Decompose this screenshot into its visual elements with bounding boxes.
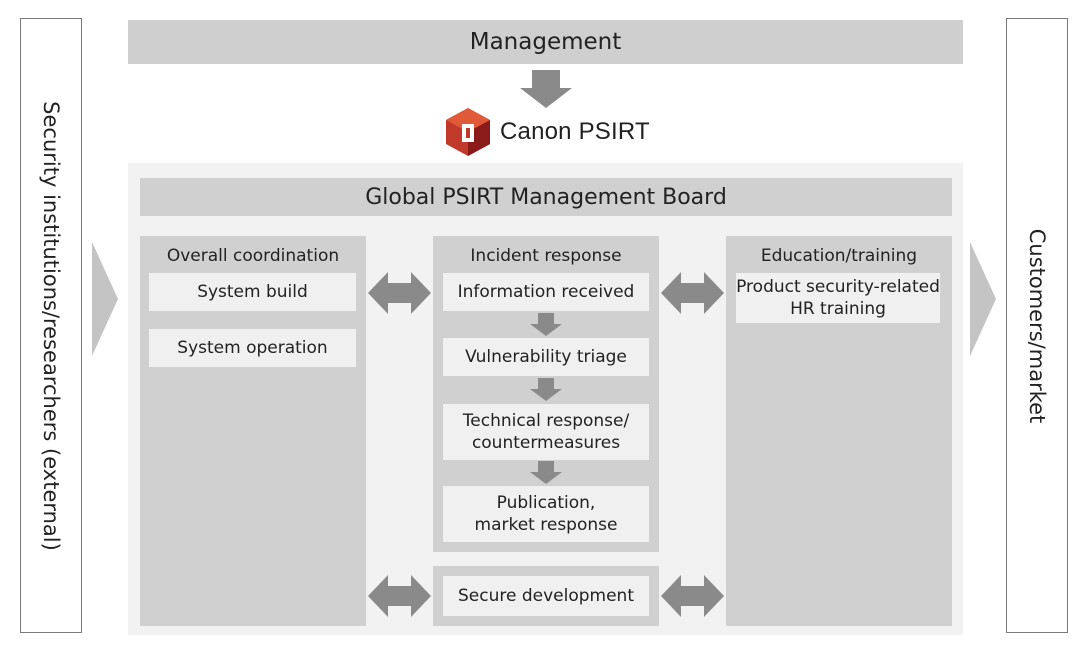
inflow-arrow-icon — [92, 242, 118, 356]
canon-psirt-logo-icon — [446, 108, 490, 156]
management-bar: Management — [128, 20, 963, 64]
management-down-arrow-icon — [520, 70, 572, 108]
flow-down-arrow-icon — [530, 378, 562, 401]
double-arrow-icon — [661, 575, 724, 617]
flow-down-arrow-icon — [530, 313, 562, 336]
overall-coordination-title: Overall coordination — [166, 246, 340, 266]
customers-market-box: Customers/market — [1006, 18, 1068, 633]
incident-response-title: Incident response — [470, 246, 622, 266]
canon-psirt-logo-text: Canon PSIRT — [500, 118, 650, 145]
education-training-title: Education/training — [760, 246, 918, 266]
information-received-item: Information received — [443, 273, 649, 311]
hr-training-item: Product security-related HR training — [736, 273, 940, 323]
double-arrow-icon — [661, 272, 724, 314]
board-title-bar: Global PSIRT Management Board — [140, 178, 952, 216]
customers-market-label: Customers/market — [1025, 228, 1049, 423]
secure-development-item: Secure development — [443, 576, 649, 616]
flow-down-arrow-icon — [530, 461, 562, 484]
publication-market-response-item: Publication, market response — [443, 486, 649, 542]
board-title: Global PSIRT Management Board — [365, 184, 727, 210]
management-label: Management — [469, 29, 622, 55]
external-institutions-label: Security institutions/researchers (exter… — [39, 100, 63, 551]
double-arrow-icon — [368, 575, 431, 617]
vulnerability-triage-item: Vulnerability triage — [443, 338, 649, 376]
double-arrow-icon — [368, 272, 431, 314]
system-operation-item: System operation — [149, 329, 356, 367]
outflow-arrow-icon — [970, 242, 996, 356]
external-institutions-box: Security institutions/researchers (exter… — [20, 18, 82, 633]
system-build-item: System build — [149, 273, 356, 311]
technical-response-item: Technical response/ countermeasures — [443, 404, 649, 460]
